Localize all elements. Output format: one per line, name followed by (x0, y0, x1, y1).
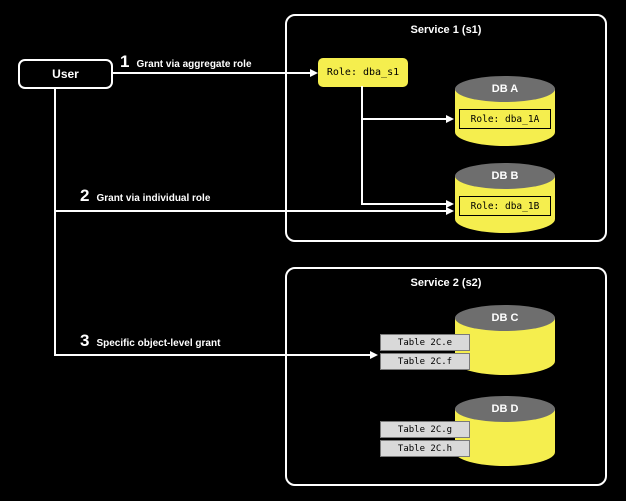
user-label: User (52, 67, 79, 81)
arrow3-number: 3 (80, 331, 90, 350)
table-box-2c-h: Table 2C.h (380, 440, 470, 457)
arrow1-text: Grant via aggregate role (136, 59, 252, 70)
table-box-2c-e: Table 2C.e (380, 334, 470, 351)
db-d-cylinder: DB D (455, 396, 555, 466)
db-c-cylinder: DB C (455, 305, 555, 375)
branch-dba-head-icon (446, 115, 454, 123)
table-box-2c-f: Table 2C.f (380, 353, 470, 370)
db-b-role-box: Role: dba_1B (459, 196, 551, 216)
db-a-role-box: Role: dba_1A (459, 109, 551, 129)
db-d-name-label: DB D (491, 403, 519, 415)
service1-title: Service 1 (s1) (410, 24, 482, 36)
arrow1-head-icon (310, 69, 318, 77)
arrow3-head-icon (370, 351, 378, 359)
arrow3-label-group: 3 Specific object-level grant (80, 331, 220, 351)
db-b-name-label: DB B (491, 170, 519, 182)
arrow2-head-icon (446, 207, 454, 215)
aggregate-role-branch-vline (361, 86, 363, 205)
user-node: User (18, 59, 113, 89)
branch-dbb-line (361, 203, 446, 205)
service2-title: Service 2 (s2) (410, 277, 482, 289)
arrow2-label-group: 2 Grant via individual role (80, 186, 210, 206)
db-b-cylinder-top (455, 163, 555, 189)
branch-dbb-head-icon (446, 200, 454, 208)
db-d-cylinder-top (455, 396, 555, 422)
aggregate-role-node: Role: dba_s1 (318, 58, 408, 87)
arrow1-line (113, 72, 310, 74)
arrow2-text: Grant via individual role (96, 193, 211, 204)
user-trunk-vline (54, 89, 56, 356)
arrow2-line (54, 210, 446, 212)
db-b-cylinder: DB B Role: dba_1B (455, 163, 555, 233)
db-a-name-label: DB A (491, 83, 519, 95)
db-c-cylinder-top (455, 305, 555, 331)
arrow1-label-group: 1 Grant via aggregate role (120, 52, 252, 72)
arrow3-line (54, 354, 370, 356)
arrow1-number: 1 (120, 52, 130, 71)
db-c-name-label: DB C (491, 312, 519, 324)
table-box-2c-g: Table 2C.g (380, 421, 470, 438)
db-a-cylinder: DB A Role: dba_1A (455, 76, 555, 146)
service2-container: Service 2 (s2) (285, 267, 607, 486)
arrow3-text: Specific object-level grant (96, 338, 221, 349)
aggregate-role-label: Role: dba_s1 (326, 67, 400, 78)
service1-container: Service 1 (s1) (285, 14, 607, 242)
arrow2-number: 2 (80, 186, 90, 205)
db-a-cylinder-top (455, 76, 555, 102)
branch-dba-line (361, 118, 446, 120)
